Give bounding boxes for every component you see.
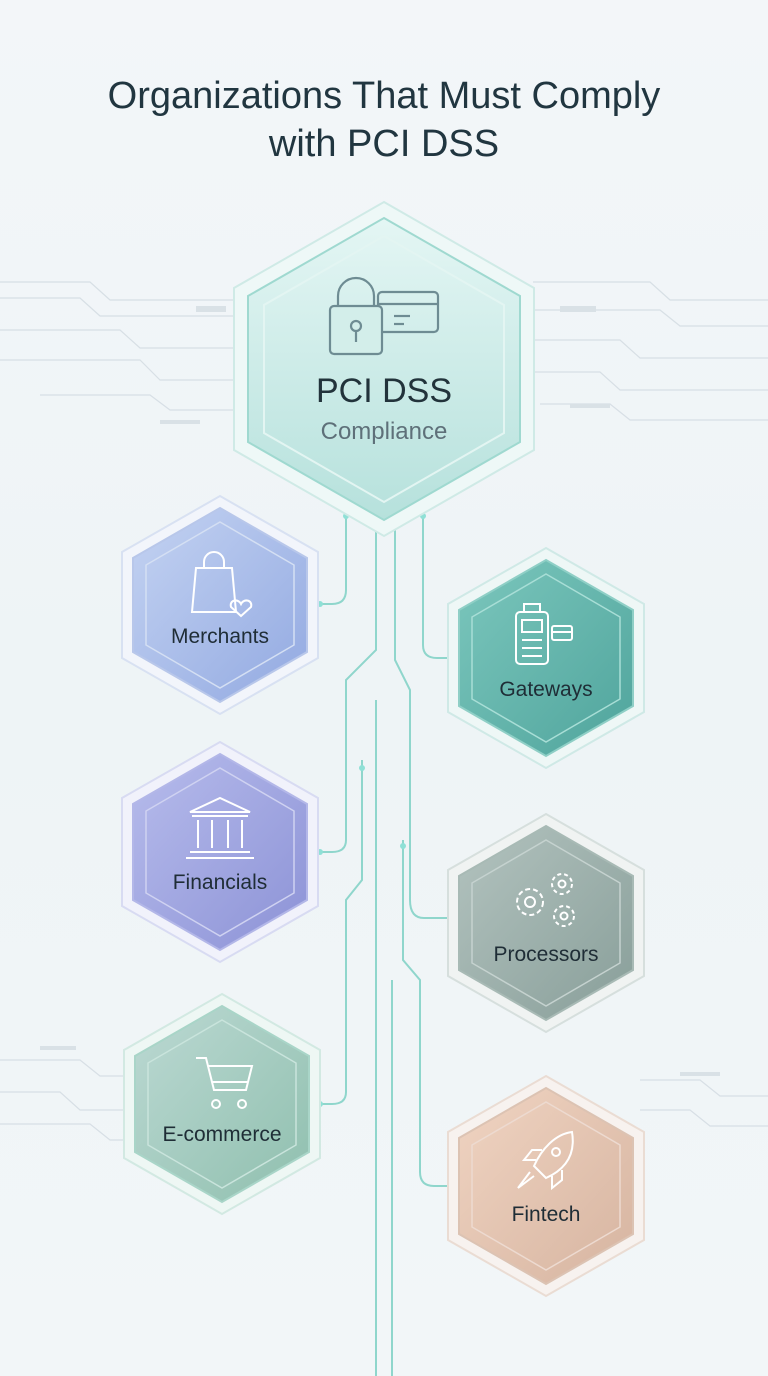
merchants-hexagon[interactable] — [121, 494, 319, 716]
circuit-traces — [0, 281, 768, 1141]
lock-card-icon — [328, 276, 440, 356]
payment-terminal-icon — [515, 603, 573, 665]
fintech-label: Fintech — [511, 1203, 581, 1226]
gateways-label: Gateways — [499, 678, 593, 701]
ecommerce-hexagon[interactable] — [123, 992, 321, 1216]
gateways-hexagon[interactable] — [447, 546, 645, 770]
merchants-label: Merchants — [170, 625, 270, 648]
hub-hexagon[interactable] — [233, 200, 535, 538]
fintech-hexagon[interactable] — [447, 1074, 645, 1298]
financials-label: Financials — [172, 871, 268, 894]
title-line-1: Organizations That Must Comply — [107, 75, 661, 117]
processors-label: Processors — [493, 943, 599, 966]
hub-subtitle: Compliance — [320, 418, 448, 445]
shopping-bag-heart-icon — [190, 551, 253, 618]
title-line-2: with PCI DSS — [268, 123, 500, 165]
processors-hexagon[interactable] — [447, 812, 645, 1034]
gears-icon — [516, 873, 575, 927]
connector-lines — [316, 515, 452, 1376]
bank-building-icon — [186, 796, 254, 859]
rocket-icon — [517, 1130, 574, 1191]
shopping-cart-icon — [196, 1057, 254, 1109]
hub-title: PCI DSS — [315, 372, 453, 410]
circuit-dots — [40, 306, 720, 1076]
page-title: Organizations That Must Comply with PCI … — [0, 72, 768, 168]
ecommerce-label: E-commerce — [162, 1123, 282, 1146]
